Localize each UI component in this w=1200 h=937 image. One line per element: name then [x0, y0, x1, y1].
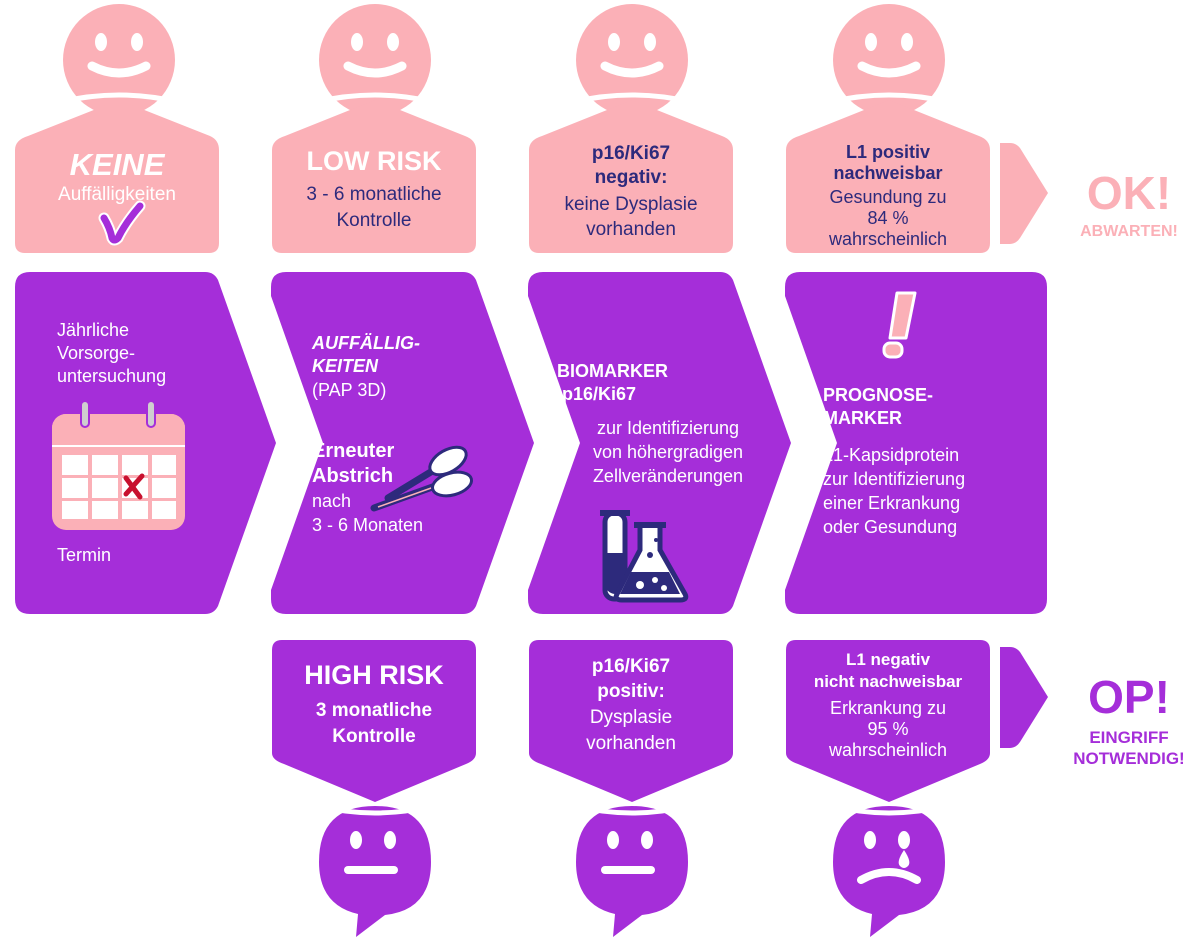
termin-label: Termin [57, 545, 112, 565]
p16-negative-line-2: vorhanden [586, 219, 676, 240]
ok-result-big: OK! [1086, 167, 1172, 219]
happy-face-icon [576, 4, 688, 116]
pap-3d: (PAP 3D) [312, 380, 387, 400]
biomarker-title-1: BIOMARKER [557, 361, 668, 381]
abstrich-bold-2: Abstrich [312, 465, 394, 487]
happy-face-icon [833, 4, 945, 116]
p16-negative-title: p16/Ki67 [591, 143, 671, 164]
high-risk-line-2: Kontrolle [332, 726, 416, 747]
op-result-small-2: NOTWENDIG! [1073, 749, 1185, 768]
l1-negative-line-1: Erkrankung zu [829, 698, 947, 718]
calendar-icon [52, 400, 185, 530]
annual-line-3: untersuchung [57, 366, 167, 386]
prognose-title-2: MARKER [823, 408, 902, 428]
auffaellig-title-2: KEITEN [312, 356, 379, 376]
p16-negative-title-2: negativ: [594, 167, 668, 188]
happy-face-icon [319, 4, 431, 116]
prognose-line-1: L1-Kapsidprotein [823, 445, 960, 465]
annual-line-1: Jährliche [57, 320, 130, 340]
l1-negative-line-2: 95 % [867, 719, 909, 739]
lab-flask-icon [600, 510, 689, 603]
abstrich-line-2: 3 - 6 Monaten [312, 515, 424, 535]
p16-positive-title: p16/Ki67 [591, 656, 671, 677]
l1-positive-line-1: Gesundung zu [829, 187, 947, 207]
annual-line-2: Vorsorge- [57, 343, 136, 363]
happy-face-icon [63, 4, 175, 116]
prognose-line-4: oder Gesundung [823, 517, 958, 537]
l1-positive-line-2: 84 % [867, 208, 909, 228]
biomarker-line-2: von höhergradigen [592, 442, 744, 462]
biomarker-line-3: Zellveränderungen [592, 466, 744, 486]
p16-negative-line-1: keine Dysplasie [564, 194, 698, 215]
l1-positive-title: L1 positiv [845, 142, 930, 162]
exclamation-icon [882, 291, 917, 359]
l1-positive-title-2: nachweisbar [833, 163, 943, 183]
biomarker-line-1: zur Identifizierung [596, 418, 740, 438]
keine-title: KEINE [69, 147, 165, 182]
auffaellig-title-1: AUFFÄLLIG- [312, 333, 420, 353]
prognose-title-1: PROGNOSE- [823, 385, 934, 405]
l1-negative-line-3: wahrscheinlich [828, 740, 948, 760]
low-risk-line-2: Kontrolle [336, 210, 412, 231]
high-risk-line-1: 3 monatliche [315, 700, 433, 721]
p16-positive-line-2: vorhanden [586, 733, 676, 754]
p16-positive-line-1: Dysplasie [589, 707, 673, 728]
low-risk-title: LOW RISK [306, 146, 442, 176]
l1-positive-line-3: wahrscheinlich [828, 229, 948, 249]
op-result-small-1: EINGRIFF [1089, 728, 1169, 747]
l1-negative-title: L1 negativ [845, 650, 931, 669]
keine-subtitle: Auffälligkeiten [58, 184, 176, 205]
abstrich-bold-1: Erneuter [312, 440, 395, 462]
arrow-to-op [1000, 647, 1048, 748]
prognose-line-2: zur Identifizierung [823, 469, 966, 489]
ok-result-small: ABWARTEN! [1080, 223, 1178, 240]
abstrich-line-1: nach [312, 491, 352, 511]
swab-icon [370, 445, 474, 512]
arrow-to-ok [1000, 143, 1048, 244]
biomarker-title-2: p16/Ki67 [562, 384, 637, 404]
p16-positive-title-2: positiv: [597, 681, 665, 702]
op-result-big: OP! [1088, 671, 1170, 723]
low-risk-line-1: 3 - 6 monatliche [306, 184, 442, 205]
l1-negative-title-2: nicht nachweisbar [813, 672, 963, 691]
high-risk-title: HIGH RISK [304, 660, 444, 690]
prognose-line-3: einer Erkrankung [823, 493, 961, 513]
